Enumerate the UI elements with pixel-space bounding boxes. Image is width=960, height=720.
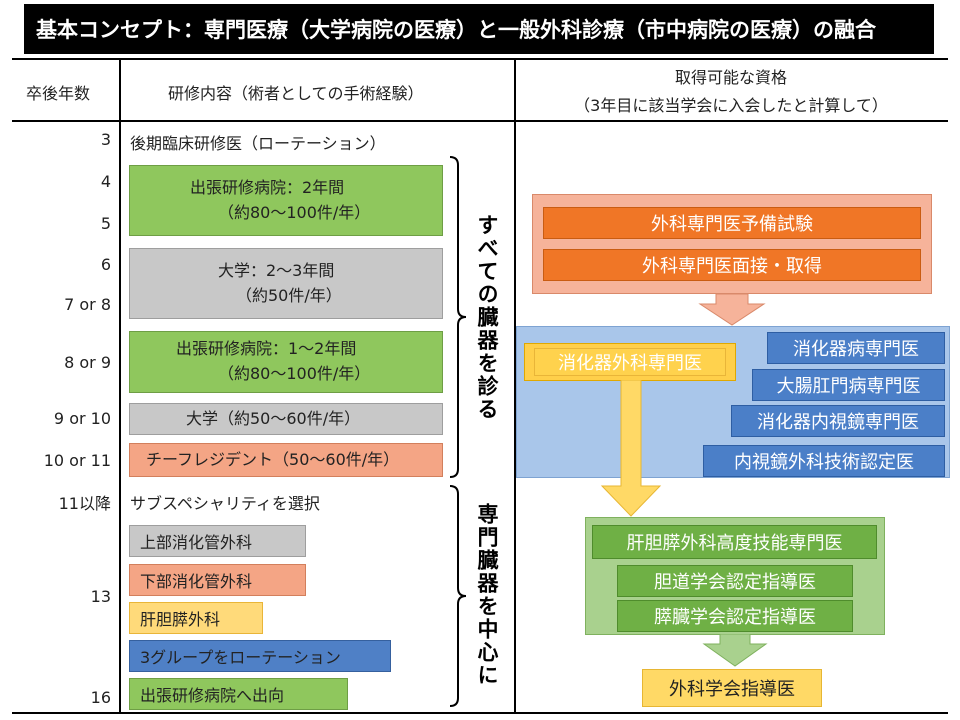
page-title: 基本コンセプト：専門医療（大学病院の医療）と一般外科診療（市中病院の医療）の融合	[24, 4, 934, 54]
block-line: チーフレジデント（50～60件/年）	[146, 449, 400, 469]
header-qual-line2: （3年目に該当学会に入会したと計算して）	[574, 96, 888, 115]
block-dispatch-hospital-2: 出張研修病院：1～2年間 （約80～100件/年）	[129, 331, 443, 393]
qual-hbp-advanced-specialist: 肝胆膵外科高度技能専門医	[592, 525, 877, 559]
block-line: 大学：2～3年間	[218, 260, 335, 280]
bracket-label-all-organs: すべての臓器を診る	[475, 214, 499, 421]
arrow-down-salmon	[698, 294, 766, 326]
qual-surg-pre-exam: 外科専門医予備試験	[543, 207, 921, 239]
block-university-2: 大学（約50～60件/年）	[129, 403, 443, 435]
block-chief-resident: チーフレジデント（50～60件/年）	[129, 443, 443, 477]
block-line: 出張研修病院：1～2年間	[176, 339, 357, 359]
qual-gi-surgery-label: 消化器外科専門医	[534, 348, 726, 376]
year-label: 9 or 10	[53, 409, 111, 428]
block-university-1: 大学：2～3年間 （約50件/年）	[129, 248, 443, 319]
bracket-label-special-organs: 専門臓器を中心に	[475, 503, 499, 687]
block-line: 出張研修病院：2年間	[190, 177, 345, 197]
block-lower-gi: 下部消化管外科	[129, 564, 306, 596]
block-line: （約80～100件/年）	[218, 202, 371, 222]
year-label: 3	[100, 130, 111, 149]
bracket-special-organs	[449, 485, 467, 707]
qual-gi-surgery-specialist: 消化器外科専門医	[524, 343, 736, 381]
qual-biliary-instructor: 胆道学会認定指導医	[617, 565, 853, 597]
header-years: 卒後年数	[26, 84, 91, 103]
year-label: 8 or 9	[64, 353, 111, 372]
year-label: 7 or 8	[64, 295, 111, 314]
header-bottom-line	[12, 120, 948, 122]
qual-gi-endoscopy-specialist: 消化器内視鏡専門医	[731, 405, 945, 437]
column-divider-years	[119, 58, 121, 714]
row-subspecialty: サブスペシャリティを選択	[130, 494, 320, 513]
header-qualifications: 取得可能な資格 （3年目に該当学会に入会したと計算して）	[516, 64, 946, 116]
year-label: 4	[100, 172, 111, 191]
header-qual-line1: 取得可能な資格	[674, 68, 787, 87]
year-label: 16	[90, 688, 111, 707]
qual-gi-disease-specialist: 消化器病専門医	[767, 332, 945, 364]
qual-surg-interview: 外科専門医面接・取得	[543, 249, 921, 281]
year-label: 6	[100, 255, 111, 274]
arrow-down-green	[702, 634, 768, 667]
block-upper-gi: 上部消化管外科	[129, 525, 306, 557]
block-hbp: 肝胆膵外科	[129, 602, 263, 634]
block-line: （約80～100件/年）	[218, 364, 371, 383]
block-dispatch-out: 出張研修病院へ出向	[129, 678, 348, 710]
block-line: 大学（約50～60件/年）	[186, 408, 361, 428]
qual-colorectal-specialist: 大腸肛門病専門医	[752, 369, 945, 401]
qual-pancreas-instructor: 膵臓学会認定指導医	[617, 600, 853, 632]
table-bottom-line	[12, 712, 948, 714]
qual-endoscopic-surgery-cert: 内視鏡外科技術認定医	[703, 445, 945, 477]
bracket-all-organs	[449, 156, 467, 478]
year-label: 5	[100, 214, 111, 233]
year-label: 10 or 11	[43, 451, 111, 470]
row-rotation: 後期臨床研修医（ローテーション）	[130, 134, 386, 153]
qual-surgery-instructor: 外科学会指導医	[642, 669, 822, 707]
year-label: 13	[90, 587, 111, 606]
header-content: 研修内容（術者としての手術経験）	[168, 84, 424, 103]
block-line: （約50件/年）	[236, 285, 342, 305]
column-divider-content	[514, 58, 516, 714]
year-label: 11以降	[58, 494, 111, 513]
block-rotate-3-groups: 3グループをローテーション	[129, 640, 391, 672]
table-top-line	[12, 58, 948, 60]
block-dispatch-hospital-1: 出張研修病院：2年間 （約80～100件/年）	[129, 165, 443, 236]
arrow-down-yellow	[600, 380, 662, 517]
